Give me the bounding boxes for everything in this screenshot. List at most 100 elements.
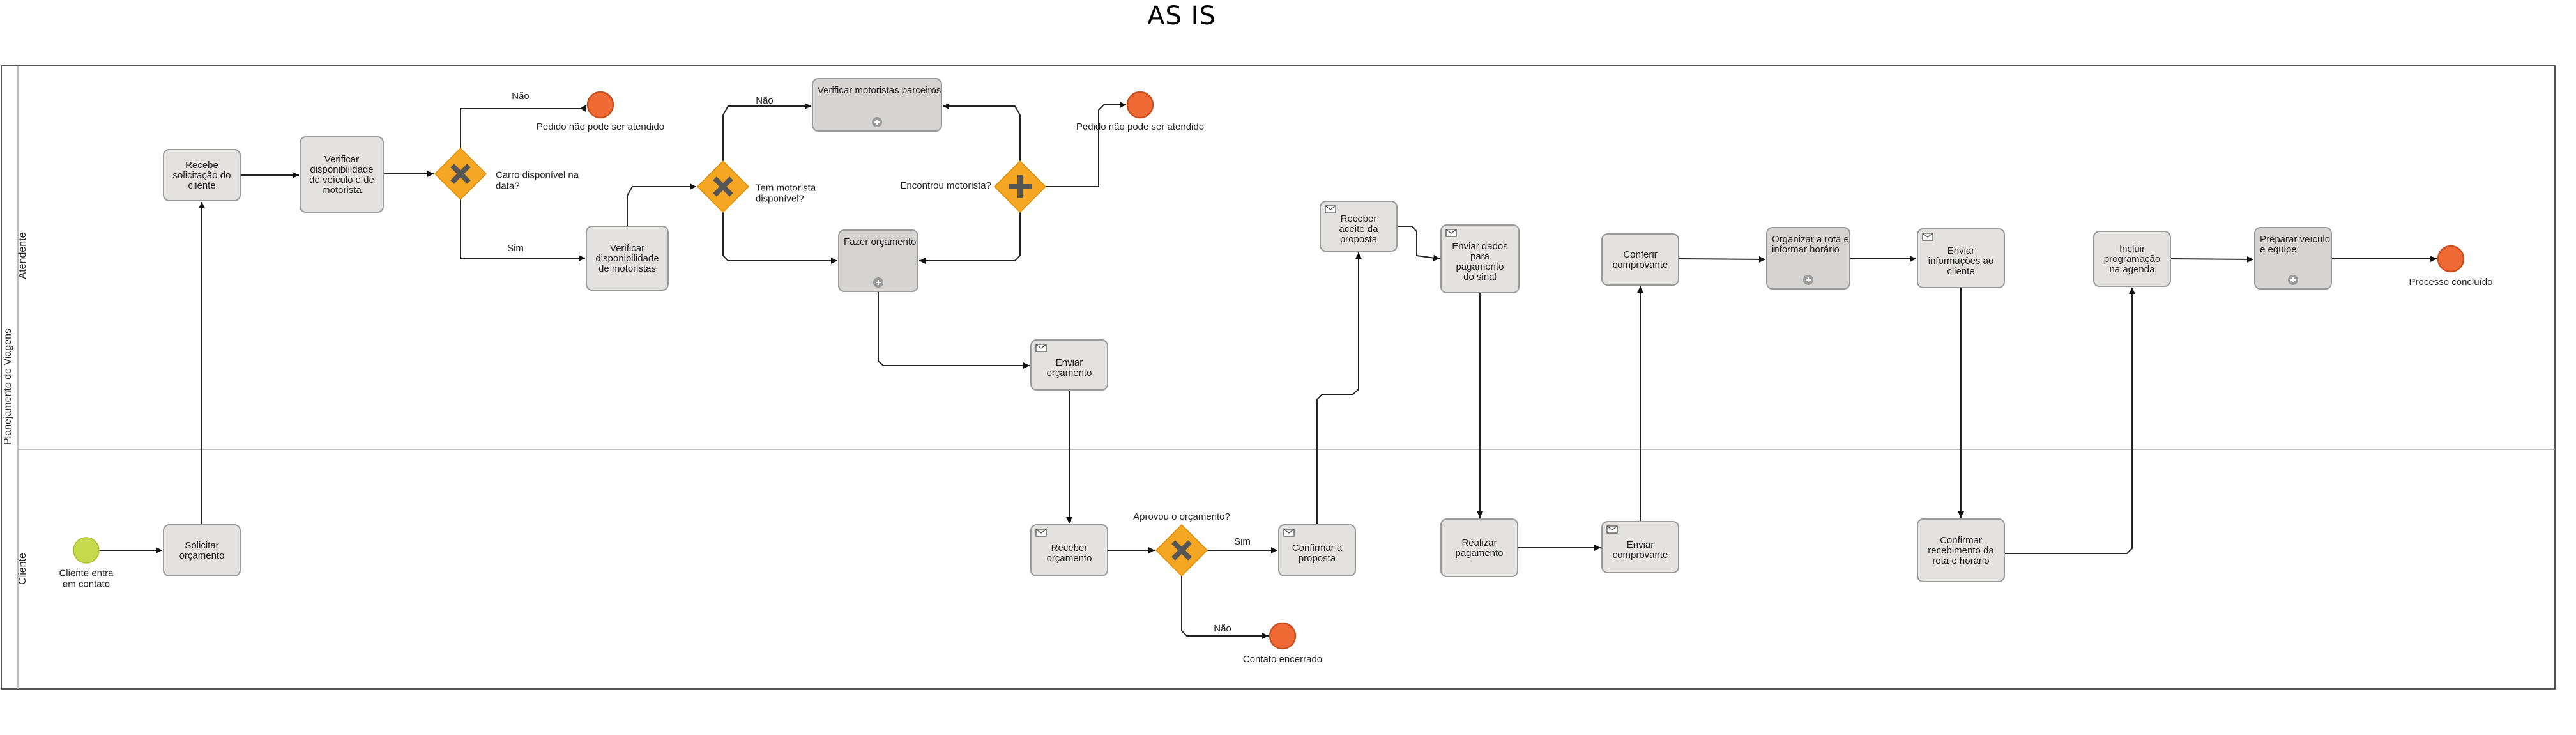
envelope-icon (1035, 529, 1047, 537)
diagram-title: AS IS (1147, 1, 1216, 31)
flow-label-sim-1: Sim (507, 243, 524, 254)
event-circle (1126, 91, 1154, 119)
envelope-icon (1606, 525, 1618, 534)
task-fazer-orcamento[interactable]: Fazer orçamento (838, 229, 918, 292)
task-label: Verificar motoristas parceiros (818, 85, 941, 96)
envelope-icon (1445, 229, 1457, 237)
event-label: Pedido não pode ser atendido (537, 121, 664, 132)
task-box (1440, 518, 1518, 577)
sequence-flow-11[interactable] (919, 212, 1021, 264)
envelope-icon (1325, 205, 1336, 213)
task-verificar-parceiros[interactable]: Verificar motoristas parceiros (812, 78, 942, 132)
sequence-flow-18[interactable] (1316, 252, 1362, 525)
event-label: Pedido não pode ser atendido (1076, 121, 1204, 132)
subprocess-marker-icon (1803, 275, 1813, 285)
pool-label: Planejamento de Viagens (3, 329, 13, 445)
sequence-flow-12[interactable] (1046, 102, 1126, 187)
end-event-pedido-nao-atendido-1[interactable]: Pedido não pode ser atendido (537, 91, 664, 132)
event-circle (73, 537, 100, 564)
event-label: Processo concluído (2409, 277, 2493, 288)
end-event-pedido-nao-atendido-2[interactable]: Pedido não pode ser atendido (1076, 91, 1204, 132)
event-circle (1269, 622, 1297, 650)
task-box (163, 149, 241, 201)
gateway-aprovou[interactable]: Aprovou o orçamento? (1133, 511, 1230, 577)
task-box (1766, 227, 1850, 290)
lane-label-cliente: Cliente (17, 553, 28, 585)
flow-label-nao-3: Não (1214, 623, 1231, 634)
sequence-flow-17[interactable] (1181, 576, 1269, 639)
flow-label-nao-2: Não (756, 95, 774, 106)
task-box (1278, 524, 1356, 576)
task-box (163, 524, 241, 576)
gateway-label: Aprovou o orçamento? (1133, 511, 1230, 522)
lane-label-atendente: Atendente (17, 232, 28, 279)
sequence-flow-7[interactable] (627, 183, 696, 226)
task-box (1320, 201, 1398, 252)
task-box (2093, 231, 2171, 287)
subprocess-marker-icon (2288, 275, 2298, 285)
sequence-flow-5[interactable] (460, 104, 587, 148)
sequence-flow-26[interactable] (2004, 288, 2135, 554)
task-box (1030, 339, 1108, 391)
task-label: Fazer orçamento (844, 236, 916, 247)
task-box (1917, 518, 2005, 582)
exclusive-gateway-icon (1171, 540, 1192, 561)
sequence-flow-9[interactable] (722, 212, 837, 264)
sequence-flow-19[interactable] (1397, 226, 1440, 261)
subprocess-marker-icon (873, 277, 883, 288)
gateway-encontrou[interactable]: Encontrou motorista? (900, 160, 1047, 213)
end-event-contato-encerrado[interactable]: Contato encerrado (1243, 622, 1322, 665)
sequence-flows (99, 102, 2437, 639)
event-circle (586, 91, 614, 119)
sequence-flow-10[interactable] (943, 103, 1021, 161)
task-box (1601, 521, 1679, 573)
envelope-icon (1283, 529, 1295, 537)
task-box (1917, 228, 2005, 288)
task-box (300, 136, 384, 213)
end-event-processo-concluido[interactable]: Processo concluído (2409, 245, 2493, 288)
event-label: Contato encerrado (1243, 654, 1322, 665)
sequence-flow-13[interactable] (878, 291, 1030, 369)
gateway-label: Encontrou motorista? (900, 180, 991, 191)
envelope-icon (1922, 233, 1933, 241)
sequence-flow-6[interactable] (460, 199, 585, 261)
task-box (2254, 227, 2332, 290)
sequence-flow-8[interactable] (722, 103, 811, 161)
